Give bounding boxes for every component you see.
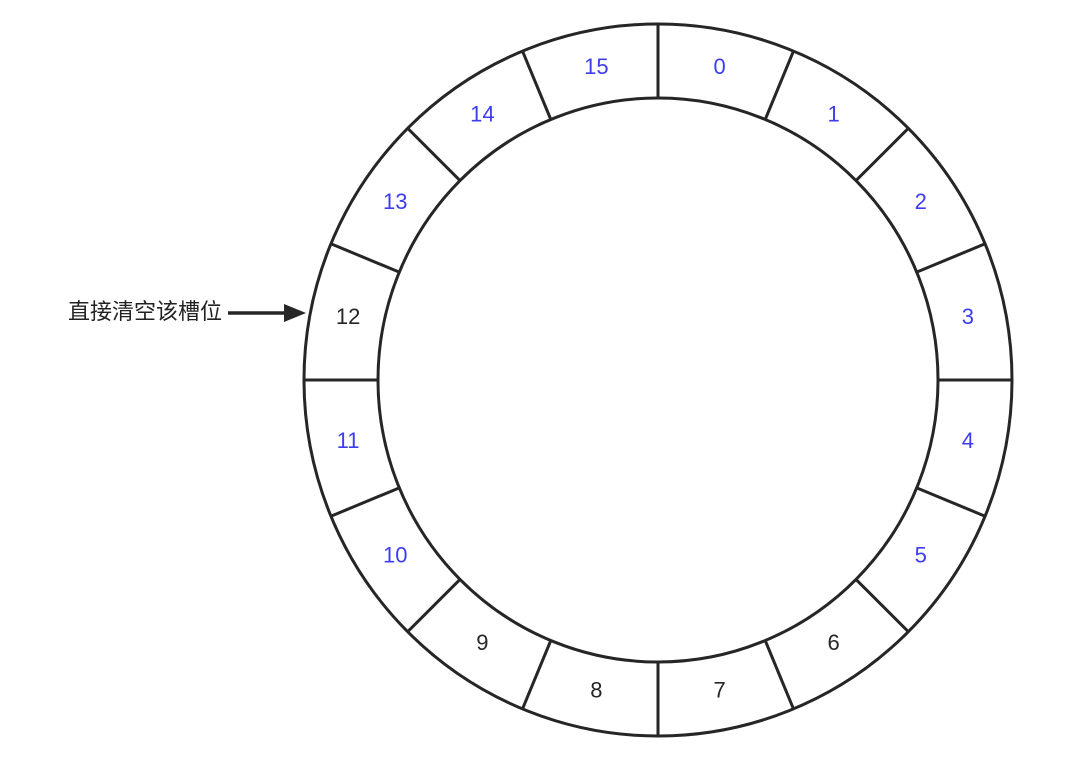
slot-divider <box>521 639 553 710</box>
slot-label-7: 7 <box>713 678 725 703</box>
slot-label-2: 2 <box>915 189 927 214</box>
slot-label-5: 5 <box>915 543 927 568</box>
annotation-label: 直接清空该槽位 <box>68 300 222 325</box>
slot-divider <box>854 578 910 633</box>
slot-label-9: 9 <box>476 630 488 655</box>
slot-label-15: 15 <box>584 54 608 79</box>
slot-divider <box>763 639 795 710</box>
slot-divider <box>406 127 462 182</box>
slot-divider <box>854 127 910 182</box>
slot-label-6: 6 <box>827 630 839 655</box>
slot-label-3: 3 <box>962 304 974 329</box>
annotation-arrow <box>228 304 306 322</box>
slot-label-0: 0 <box>713 54 725 79</box>
slot-label-10: 10 <box>383 543 407 568</box>
slot-label-4: 4 <box>962 428 974 453</box>
slot-divider <box>330 486 400 518</box>
slot-label-14: 14 <box>470 101 494 126</box>
slot-divider <box>763 50 795 121</box>
slot-label-11: 11 <box>337 428 360 453</box>
slot-divider <box>916 242 986 274</box>
slot-label-12: 12 <box>336 304 360 329</box>
slot-divider <box>406 578 462 633</box>
slot-label-13: 13 <box>383 189 407 214</box>
slot-divider <box>521 50 553 121</box>
slot-dividers <box>304 24 1012 736</box>
arrow-head <box>284 304 306 322</box>
inner-ring <box>376 96 940 664</box>
slot-divider <box>330 242 400 274</box>
slot-divider <box>916 486 986 518</box>
slot-label-1: 1 <box>827 101 839 126</box>
slot-label-8: 8 <box>590 678 602 703</box>
